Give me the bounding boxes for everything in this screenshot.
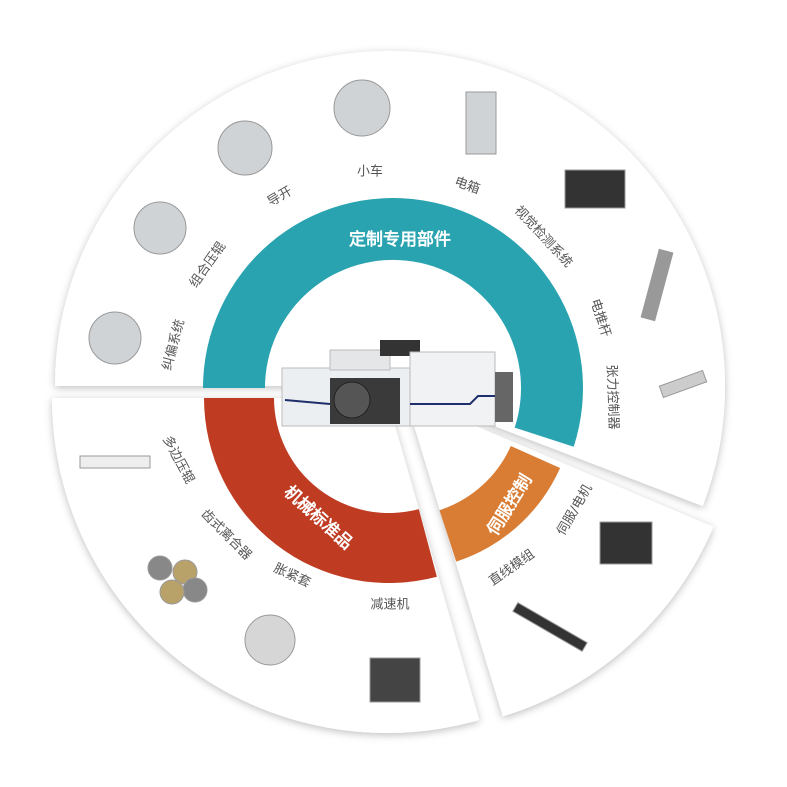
item-label: 小车 — [357, 164, 383, 180]
item-label: 张力控制器 — [603, 364, 620, 429]
ring-segment-mechanical — [203, 398, 437, 584]
electric-box-image — [465, 91, 497, 155]
sector-mechanical-background — [52, 398, 480, 733]
ring-segment-servo — [439, 446, 561, 562]
servo-motor-image — [599, 521, 653, 565]
correction-system-image — [88, 311, 142, 365]
ring-segment-custom — [203, 197, 583, 447]
linear-module-image — [512, 601, 588, 653]
electric-actuator-image — [640, 248, 674, 322]
expansion-sleeve-image — [244, 614, 296, 666]
polygon-press-roller-image — [79, 455, 151, 469]
tooth-clutch-image — [147, 555, 173, 581]
unwinder-image — [217, 120, 273, 176]
tension-controller-image — [658, 369, 708, 399]
trolley-image — [333, 79, 391, 137]
vision-system-image — [564, 169, 626, 209]
category-label-custom: 定制专用部件 — [349, 229, 451, 250]
reducer-image — [369, 657, 421, 703]
combined-press-roller-image — [133, 201, 187, 255]
center-machine-image — [281, 340, 513, 427]
item-label: 减速机 — [370, 598, 409, 613]
sector-servo-background — [405, 396, 714, 717]
